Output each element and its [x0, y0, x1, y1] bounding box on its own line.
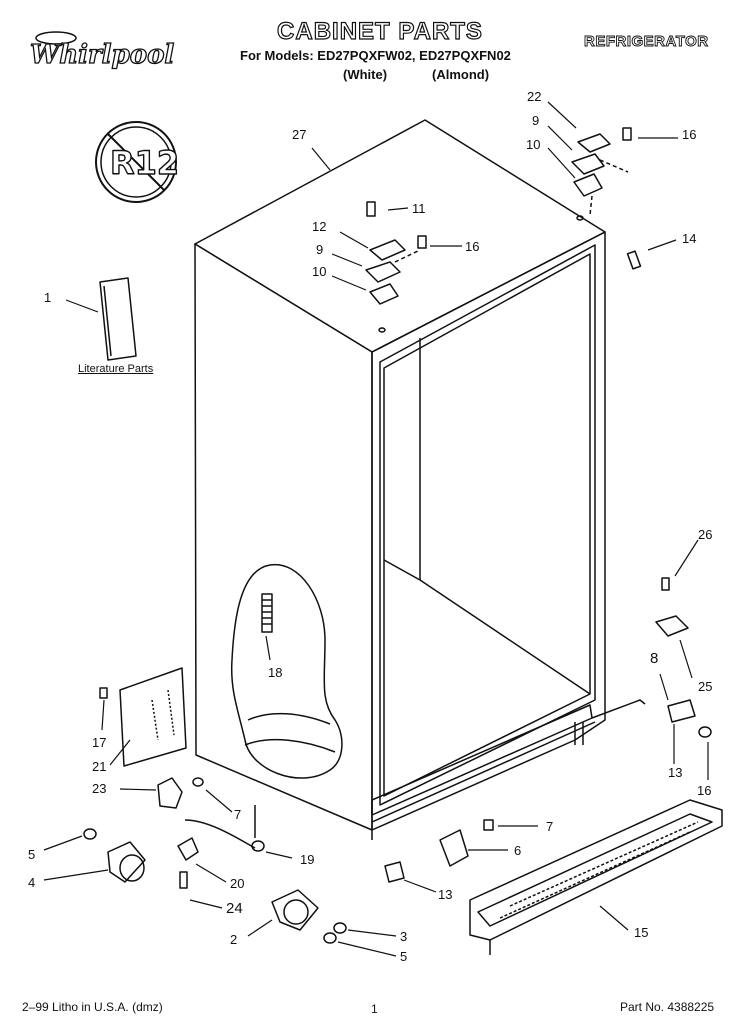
- color-almond-label: (Almond): [432, 67, 490, 82]
- top-hinge-center: [365, 201, 427, 305]
- r12-stamp-text: R12: [110, 144, 179, 182]
- part-14-pin-icon: [626, 250, 642, 270]
- callout-21: 21: [92, 759, 107, 774]
- cabinet-body: [194, 119, 646, 840]
- top-hinge-right: [571, 127, 632, 216]
- callout-20: 20: [230, 876, 245, 891]
- callout-25: 25: [698, 679, 713, 694]
- callout-27: 27: [292, 127, 307, 142]
- callout-18: 18: [268, 665, 283, 680]
- part-25-bracket: [655, 577, 689, 637]
- callout-1: 1: [44, 290, 52, 305]
- callout-12: 12: [312, 219, 327, 234]
- callout-16: 16: [465, 239, 480, 254]
- callout-7: 7: [546, 819, 554, 834]
- callout-23: 23: [92, 781, 107, 796]
- part-6-bracket: [439, 819, 494, 867]
- callout-10: 10: [312, 264, 327, 279]
- page-title: CABINET PARTS: [276, 17, 483, 45]
- callout-17: 17: [92, 735, 107, 750]
- callout-16: 16: [682, 127, 697, 142]
- part-19-tube: [177, 805, 265, 889]
- callout-24: 24: [226, 900, 243, 917]
- page-number: 1: [371, 1002, 378, 1016]
- callout-19: 19: [300, 852, 315, 867]
- literature-parts-label: Literature Parts: [78, 363, 154, 375]
- callout-9: 9: [532, 113, 540, 128]
- part-23-bracket: [157, 777, 183, 809]
- callout-16: 16: [697, 783, 712, 798]
- callout-7: 7: [234, 807, 242, 822]
- part-15-grille: [469, 799, 723, 955]
- part-8-leveler: [667, 699, 712, 738]
- literature-booklet-icon: [99, 277, 137, 361]
- callout-26: 26: [698, 527, 713, 542]
- callout-5: 5: [400, 949, 408, 964]
- logo-wordmark: Whirlpool: [29, 39, 175, 70]
- callout-8: 8: [650, 650, 659, 667]
- callout-13: 13: [668, 765, 683, 780]
- callout-10: 10: [526, 137, 541, 152]
- footer-litho: 2–99 Litho in U.S.A. (dmz): [22, 1000, 163, 1014]
- callout-14: 14: [682, 231, 697, 246]
- color-white-label: (White): [343, 67, 388, 82]
- callout-13: 13: [438, 887, 453, 902]
- part-13-clip: [384, 861, 405, 883]
- callout-22: 22: [527, 89, 542, 104]
- model-numbers: For Models: ED27PQXFW02, ED27PQXFN02: [240, 48, 511, 63]
- part-2-rear-roller: [271, 889, 347, 944]
- part-18-spring-icon: [261, 593, 273, 633]
- appliance-type: REFRIGERATOR: [584, 33, 709, 51]
- part-21-bracket-plate: [99, 667, 187, 767]
- callout-15: 15: [634, 925, 649, 940]
- whirlpool-logo: [22, 26, 154, 81]
- callout-9: 9: [316, 242, 324, 257]
- callout-11: 11: [412, 201, 426, 216]
- callout-5: 5: [28, 847, 36, 862]
- callout-4: 4: [28, 875, 36, 890]
- r12-stamp-icon: R12: [95, 121, 180, 203]
- callout-leaders: [43, 101, 709, 957]
- part-number: Part No. 4388225: [620, 1000, 715, 1014]
- callout-6: 6: [514, 843, 522, 858]
- callout-3: 3: [400, 929, 408, 944]
- callout-2: 2: [230, 932, 238, 947]
- part-7a-screw-icon: [192, 777, 204, 787]
- part-4-roller: [83, 828, 146, 883]
